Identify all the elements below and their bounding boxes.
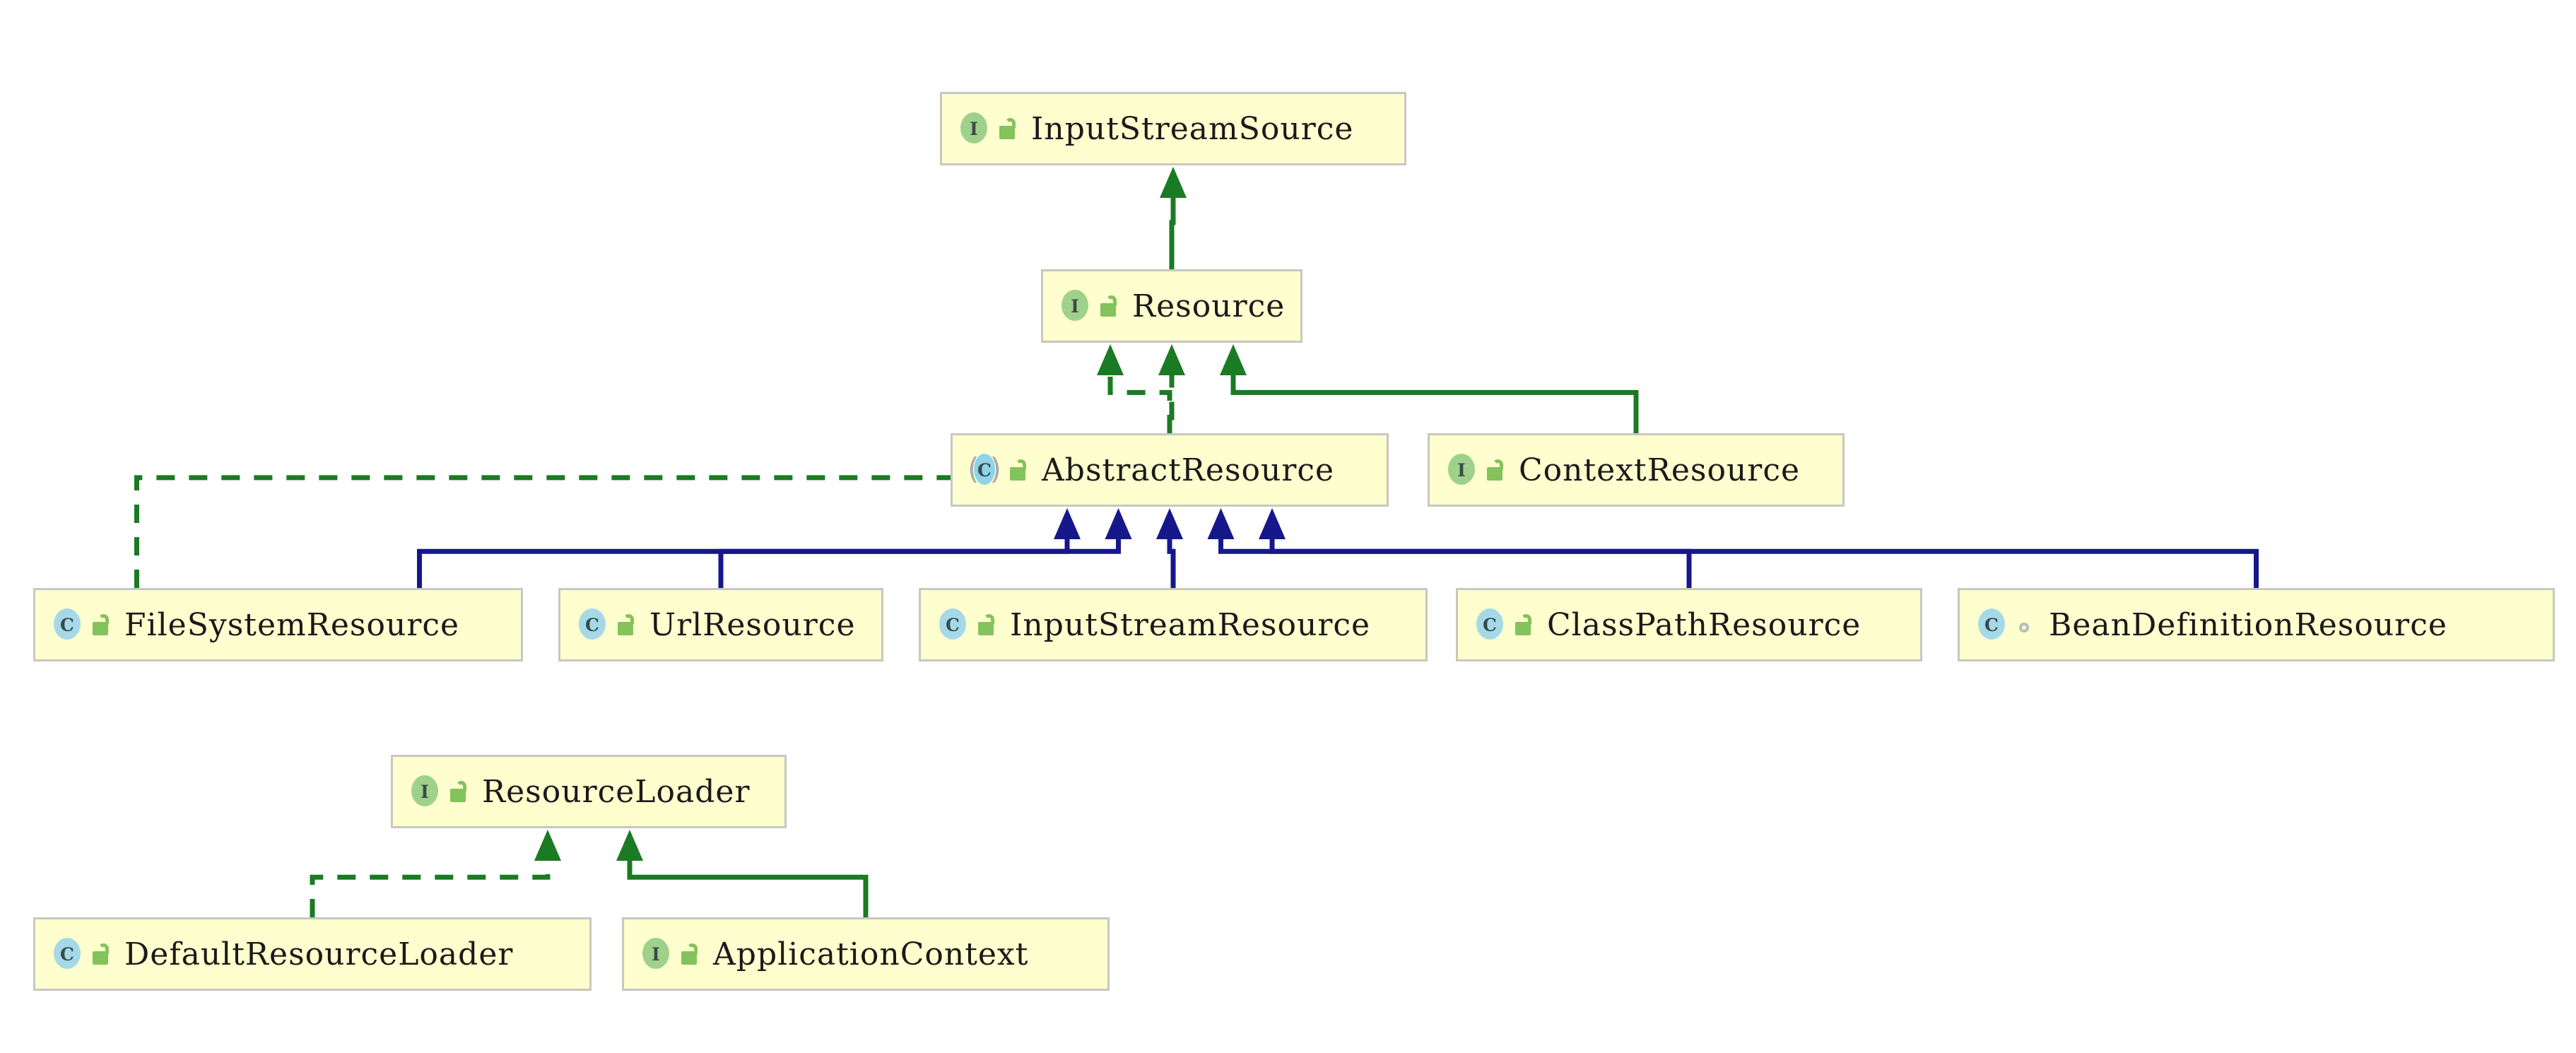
edge-abstractresource-to-resource [1107,372,1172,433]
interface-marker-icon: I [408,775,441,808]
node-label: UrlResource [649,606,856,643]
node-inputstreamsource[interactable]: I InputStreamSource [940,92,1406,165]
class-marker-icon: C [576,608,608,641]
node-classpathresource[interactable]: C ClassPathResource [1456,588,1922,661]
node-label: Resource [1132,288,1286,324]
node-label: DefaultResourceLoader [124,936,514,972]
public-padlock-icon [1006,456,1030,484]
public-padlock-icon [89,611,113,639]
class-marker-icon: C [1975,608,2008,641]
edge-filesystemresource-to-abstractresource [417,536,1070,588]
edge-applicationcontext-to-resourceloader [627,858,869,917]
arrowhead-inputstreamresource [1156,508,1183,539]
edge-classpathresource-to-abstractresource [1218,536,1692,588]
node-label: InputStreamResource [1010,606,1371,643]
arrowhead-beandefinitionresource [1259,508,1286,539]
public-padlock-icon [975,611,999,639]
node-label: FileSystemResource [124,606,460,643]
edge-beandefinitionresource-to-abstractresource [1269,536,2259,588]
node-label: ApplicationContext [713,936,1029,972]
node-urlresource[interactable]: C UrlResource [558,588,883,661]
arrowhead-defaultresourceloader [534,830,561,861]
arrowhead-filesystemresource [1158,344,1185,375]
abstract-class-marker-icon: () C [968,452,1001,486]
public-padlock-icon [89,940,113,968]
arrowhead-abstractresource [1097,344,1124,375]
node-inputstreamresource[interactable]: C InputStreamResource [919,588,1428,661]
arrowhead-urlresource [1105,508,1132,539]
public-padlock-icon [1512,611,1536,639]
node-beandefinitionresource[interactable]: C BeanDefinitionResource [1958,588,2555,661]
public-padlock-icon [447,777,471,806]
public-padlock-icon [678,940,702,968]
edge-contextresource-to-resource [1230,372,1639,433]
interface-marker-icon: I [1445,454,1478,486]
class-marker-icon: C [936,608,969,641]
class-marker-icon: C [51,608,83,641]
arrowhead-resource [1160,167,1187,198]
node-applicationcontext[interactable]: I ApplicationContext [622,917,1110,991]
node-contextresource[interactable]: I ContextResource [1428,433,1845,507]
public-padlock-icon [1097,292,1121,320]
public-padlock-icon [996,114,1020,143]
interface-marker-icon: I [958,112,990,145]
package-private-ring-icon [2013,611,2037,639]
node-abstractresource[interactable]: () C AbstractResource [951,433,1389,507]
node-label: ContextResource [1519,452,1801,488]
node-resourceloader[interactable]: I ResourceLoader [391,755,787,828]
arrowhead-filesystemresource [1054,508,1081,539]
node-resource[interactable]: I Resource [1041,269,1302,343]
public-padlock-icon [614,611,638,639]
node-filesystemresource[interactable]: C FileSystemResource [33,588,523,661]
interface-marker-icon: I [640,938,672,970]
edge-urlresource-to-abstractresource [718,536,1121,588]
public-padlock-icon [1483,456,1507,484]
class-marker-icon: C [51,938,83,970]
node-defaultresourceloader[interactable]: C DefaultResourceLoader [33,917,592,991]
node-label: BeanDefinitionResource [2049,606,2447,643]
arrowhead-applicationcontext [616,830,643,861]
edge-inputstreamresource-to-abstractresource [1167,536,1176,588]
interface-marker-icon: I [1059,290,1091,322]
node-label: AbstractResource [1042,452,1335,488]
node-label: ResourceLoader [482,773,751,810]
edge-defaultresourceloader-to-resourceloader [310,858,551,917]
node-label: ClassPathResource [1547,606,1862,643]
arrowhead-contextresource [1220,344,1247,375]
node-label: InputStreamSource [1031,110,1354,147]
arrowhead-classpathresource [1207,508,1235,539]
class-marker-icon: C [1474,608,1506,641]
edge-resource-to-inputstreamsource [1169,195,1176,269]
